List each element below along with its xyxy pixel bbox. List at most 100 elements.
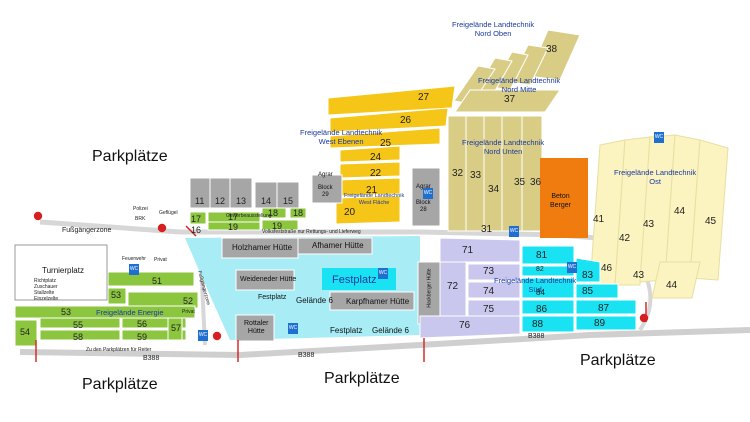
plot-41: 41 xyxy=(593,214,605,225)
wc-icon: WC xyxy=(198,330,208,341)
label-zu-parkplaetzen: Zu den Parkplätzen für Reiter xyxy=(86,347,152,353)
area-gewerbe xyxy=(189,207,307,231)
wc-icon: WC xyxy=(129,264,139,275)
plot-17b: 17 xyxy=(191,214,202,224)
plot-57: 57 xyxy=(171,323,182,333)
label-turnierplatz: Turnierplatz xyxy=(42,266,84,275)
zone-energie: Freigelände Energie xyxy=(96,308,164,317)
plot-11: 11 xyxy=(195,196,205,206)
plot-53b: 53 xyxy=(61,307,72,317)
plot-24: 24 xyxy=(370,152,382,163)
plot-59: 59 xyxy=(137,332,148,342)
label-festplatz-small: Festplatz xyxy=(258,294,287,301)
area-71-76 xyxy=(419,237,521,339)
area-west-ebenen xyxy=(327,85,456,225)
area-nord-oben xyxy=(453,29,581,113)
area-huetten xyxy=(221,237,441,342)
label-hackberger-huette: Hackberger Hütte xyxy=(426,268,433,308)
plot-51: 51 xyxy=(152,276,163,286)
label-b388-center: B388 xyxy=(298,352,315,359)
label-feuerwehr: Feuerwehr xyxy=(122,256,146,262)
plot-46: 46 xyxy=(601,263,613,274)
label-karpfhamer-huette: Karpfhamer Hütte xyxy=(346,297,410,306)
plot-14: 14 xyxy=(261,196,272,206)
wc-icon: WC xyxy=(509,226,519,237)
plot-21: 21 xyxy=(366,185,378,196)
parking-label-bottom-right: Parkplätze xyxy=(580,352,656,369)
plot-82: 82 xyxy=(536,266,544,273)
area-festplatz xyxy=(322,268,396,290)
plot-45: 45 xyxy=(705,216,717,227)
plot-32: 32 xyxy=(452,168,464,179)
plot-75: 75 xyxy=(483,304,495,315)
parking-label-top-left: Parkplätze xyxy=(92,148,168,165)
label-weideneder-huette: Weideneder Hütte xyxy=(240,276,297,283)
plot-76: 76 xyxy=(459,320,471,331)
plot-19a: 19 xyxy=(228,222,239,232)
label-agrar-1: Agrar xyxy=(318,172,333,178)
label-gelaende6-bottom: Gelände 6 xyxy=(372,326,409,335)
plot-56: 56 xyxy=(137,319,148,329)
label-volksfeststrasse: Volksfeststraße nur Rettungs- und Liefer… xyxy=(262,229,361,235)
plot-19b: 19 xyxy=(272,221,283,231)
label-privat-2: Privat xyxy=(182,309,195,315)
label-festplatz-center: Festplatz xyxy=(332,274,377,286)
plot-34: 34 xyxy=(488,184,500,195)
wc-icon: WC xyxy=(288,323,298,334)
area-beton-berger xyxy=(540,158,588,238)
plot-52: 52 xyxy=(183,296,194,306)
label-brk: BRK xyxy=(135,216,146,222)
plot-17a: 17 xyxy=(228,212,239,222)
plot-72: 72 xyxy=(447,281,459,292)
plot-88: 88 xyxy=(532,319,544,330)
plot-71: 71 xyxy=(462,245,474,256)
parking-label-bottom-center: Parkplätze xyxy=(324,370,400,387)
wc-icon: WC xyxy=(378,268,388,279)
plot-44a: 44 xyxy=(674,206,686,217)
label-afhamer-huette: Afhamer Hütte xyxy=(312,241,364,250)
label-gefluegel: Geflügel xyxy=(159,210,178,216)
plot-18b: 18 xyxy=(293,208,304,218)
area-sued xyxy=(521,245,637,333)
plot-87: 87 xyxy=(598,303,610,314)
plot-25: 25 xyxy=(380,138,392,149)
plot-38: 38 xyxy=(546,44,558,55)
road-b388 xyxy=(19,327,750,359)
parking-label-bottom-left: Parkplätze xyxy=(82,376,158,393)
markers xyxy=(33,211,649,362)
plot-12: 12 xyxy=(215,196,226,206)
area-turnierplatz xyxy=(14,244,108,301)
plot-16: 16 xyxy=(191,225,202,235)
area-energie xyxy=(14,271,199,347)
plot-55: 55 xyxy=(73,320,84,330)
plot-53a: 53 xyxy=(111,290,122,300)
plot-43b: 43 xyxy=(633,270,645,281)
plot-58: 58 xyxy=(73,332,84,342)
area-nord-unten xyxy=(447,115,543,232)
plot-85: 85 xyxy=(582,286,594,297)
plot-18: 18 xyxy=(268,208,279,218)
plot-74: 74 xyxy=(483,286,495,297)
label-gelaende6-top: Gelände 6 xyxy=(296,296,333,305)
plot-84: 84 xyxy=(536,288,545,297)
label-agrar-2: Agrar xyxy=(416,184,431,190)
plot-26: 26 xyxy=(400,115,412,126)
area-festgelaende xyxy=(185,236,420,340)
label-b388-left: B388 xyxy=(143,355,160,362)
plot-54: 54 xyxy=(20,327,31,337)
plot-83: 83 xyxy=(582,270,594,281)
